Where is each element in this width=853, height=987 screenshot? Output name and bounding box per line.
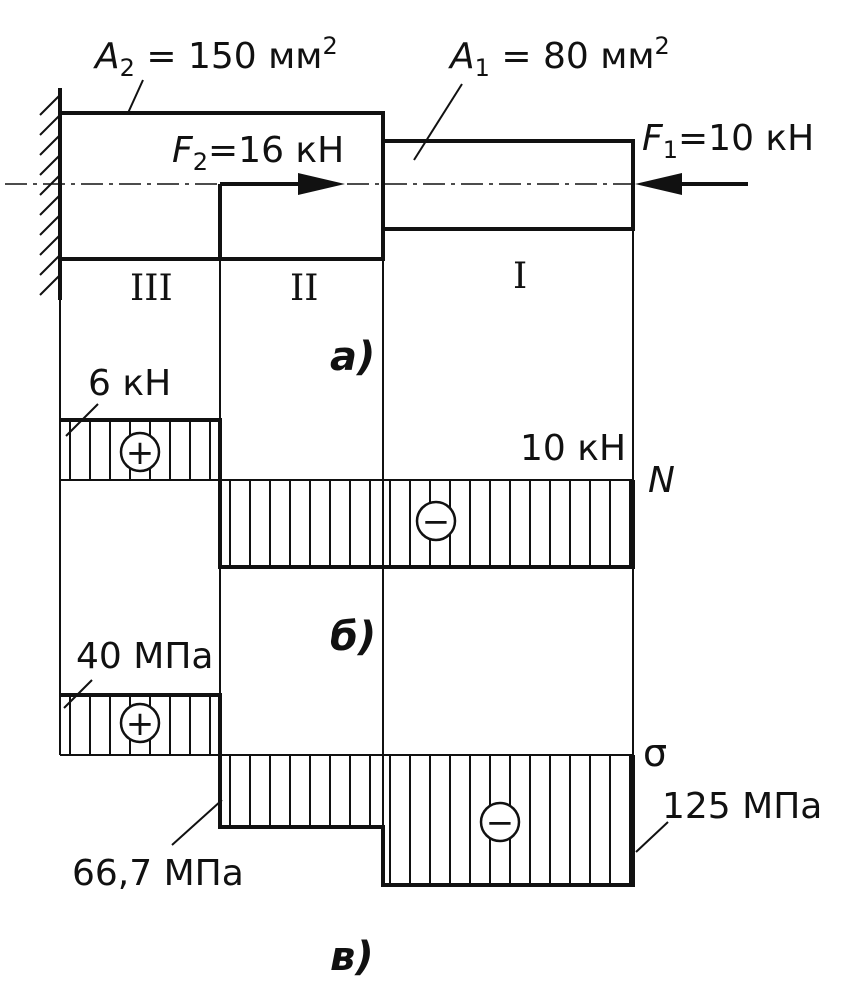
sigma-negative-outline bbox=[218, 755, 635, 887]
sigma-minus-sign: − bbox=[479, 801, 521, 843]
n-axis-label: N bbox=[648, 460, 675, 501]
svg-text:+: + bbox=[126, 433, 155, 473]
wall-support bbox=[39, 88, 62, 300]
svg-text:−: − bbox=[486, 803, 515, 843]
sigma-value-66-7: 66,7 МПа bbox=[72, 853, 244, 894]
force-f2-label: F2=16 кН bbox=[172, 130, 344, 176]
force-f2-arrow bbox=[218, 173, 345, 259]
n-plus-sign: + bbox=[119, 431, 161, 473]
n-positive-value: 6 кН bbox=[88, 363, 171, 404]
sigma-125-leader bbox=[635, 821, 669, 853]
sigma-axis-label: σ bbox=[643, 731, 667, 775]
rod-segment-a1 bbox=[381, 139, 635, 231]
section-label-1: I bbox=[513, 256, 527, 297]
part-label-v: в) bbox=[330, 934, 374, 980]
sigma-negative-area-2 bbox=[220, 755, 383, 827]
sigma-40-leader bbox=[63, 679, 93, 709]
n-6kn-leader bbox=[65, 403, 99, 437]
section-label-3: III bbox=[130, 268, 173, 309]
part-label-a: а) bbox=[330, 334, 375, 380]
svg-text:−: − bbox=[422, 502, 451, 542]
force-f1-arrow bbox=[635, 173, 748, 195]
a2-leader bbox=[127, 79, 144, 114]
area-a1-label: A1 = 80 мм2 bbox=[448, 32, 670, 82]
sigma-value-125: 125 МПа bbox=[662, 786, 822, 827]
n-minus-sign: − bbox=[415, 500, 457, 542]
sigma-plus-sign: + bbox=[119, 702, 161, 744]
force-f1-label: F1=10 кН bbox=[642, 118, 814, 164]
section-label-2: II bbox=[290, 268, 318, 309]
sigma-positive-value: 40 МПа bbox=[76, 636, 213, 677]
svg-text:+: + bbox=[126, 704, 155, 744]
n-negative-value: 10 кН bbox=[520, 428, 626, 469]
area-a2-label: A2 = 150 мм2 bbox=[93, 32, 338, 82]
sigma-66-leader bbox=[171, 799, 223, 846]
a1-leader bbox=[413, 83, 463, 161]
part-label-b: б) bbox=[330, 614, 376, 660]
